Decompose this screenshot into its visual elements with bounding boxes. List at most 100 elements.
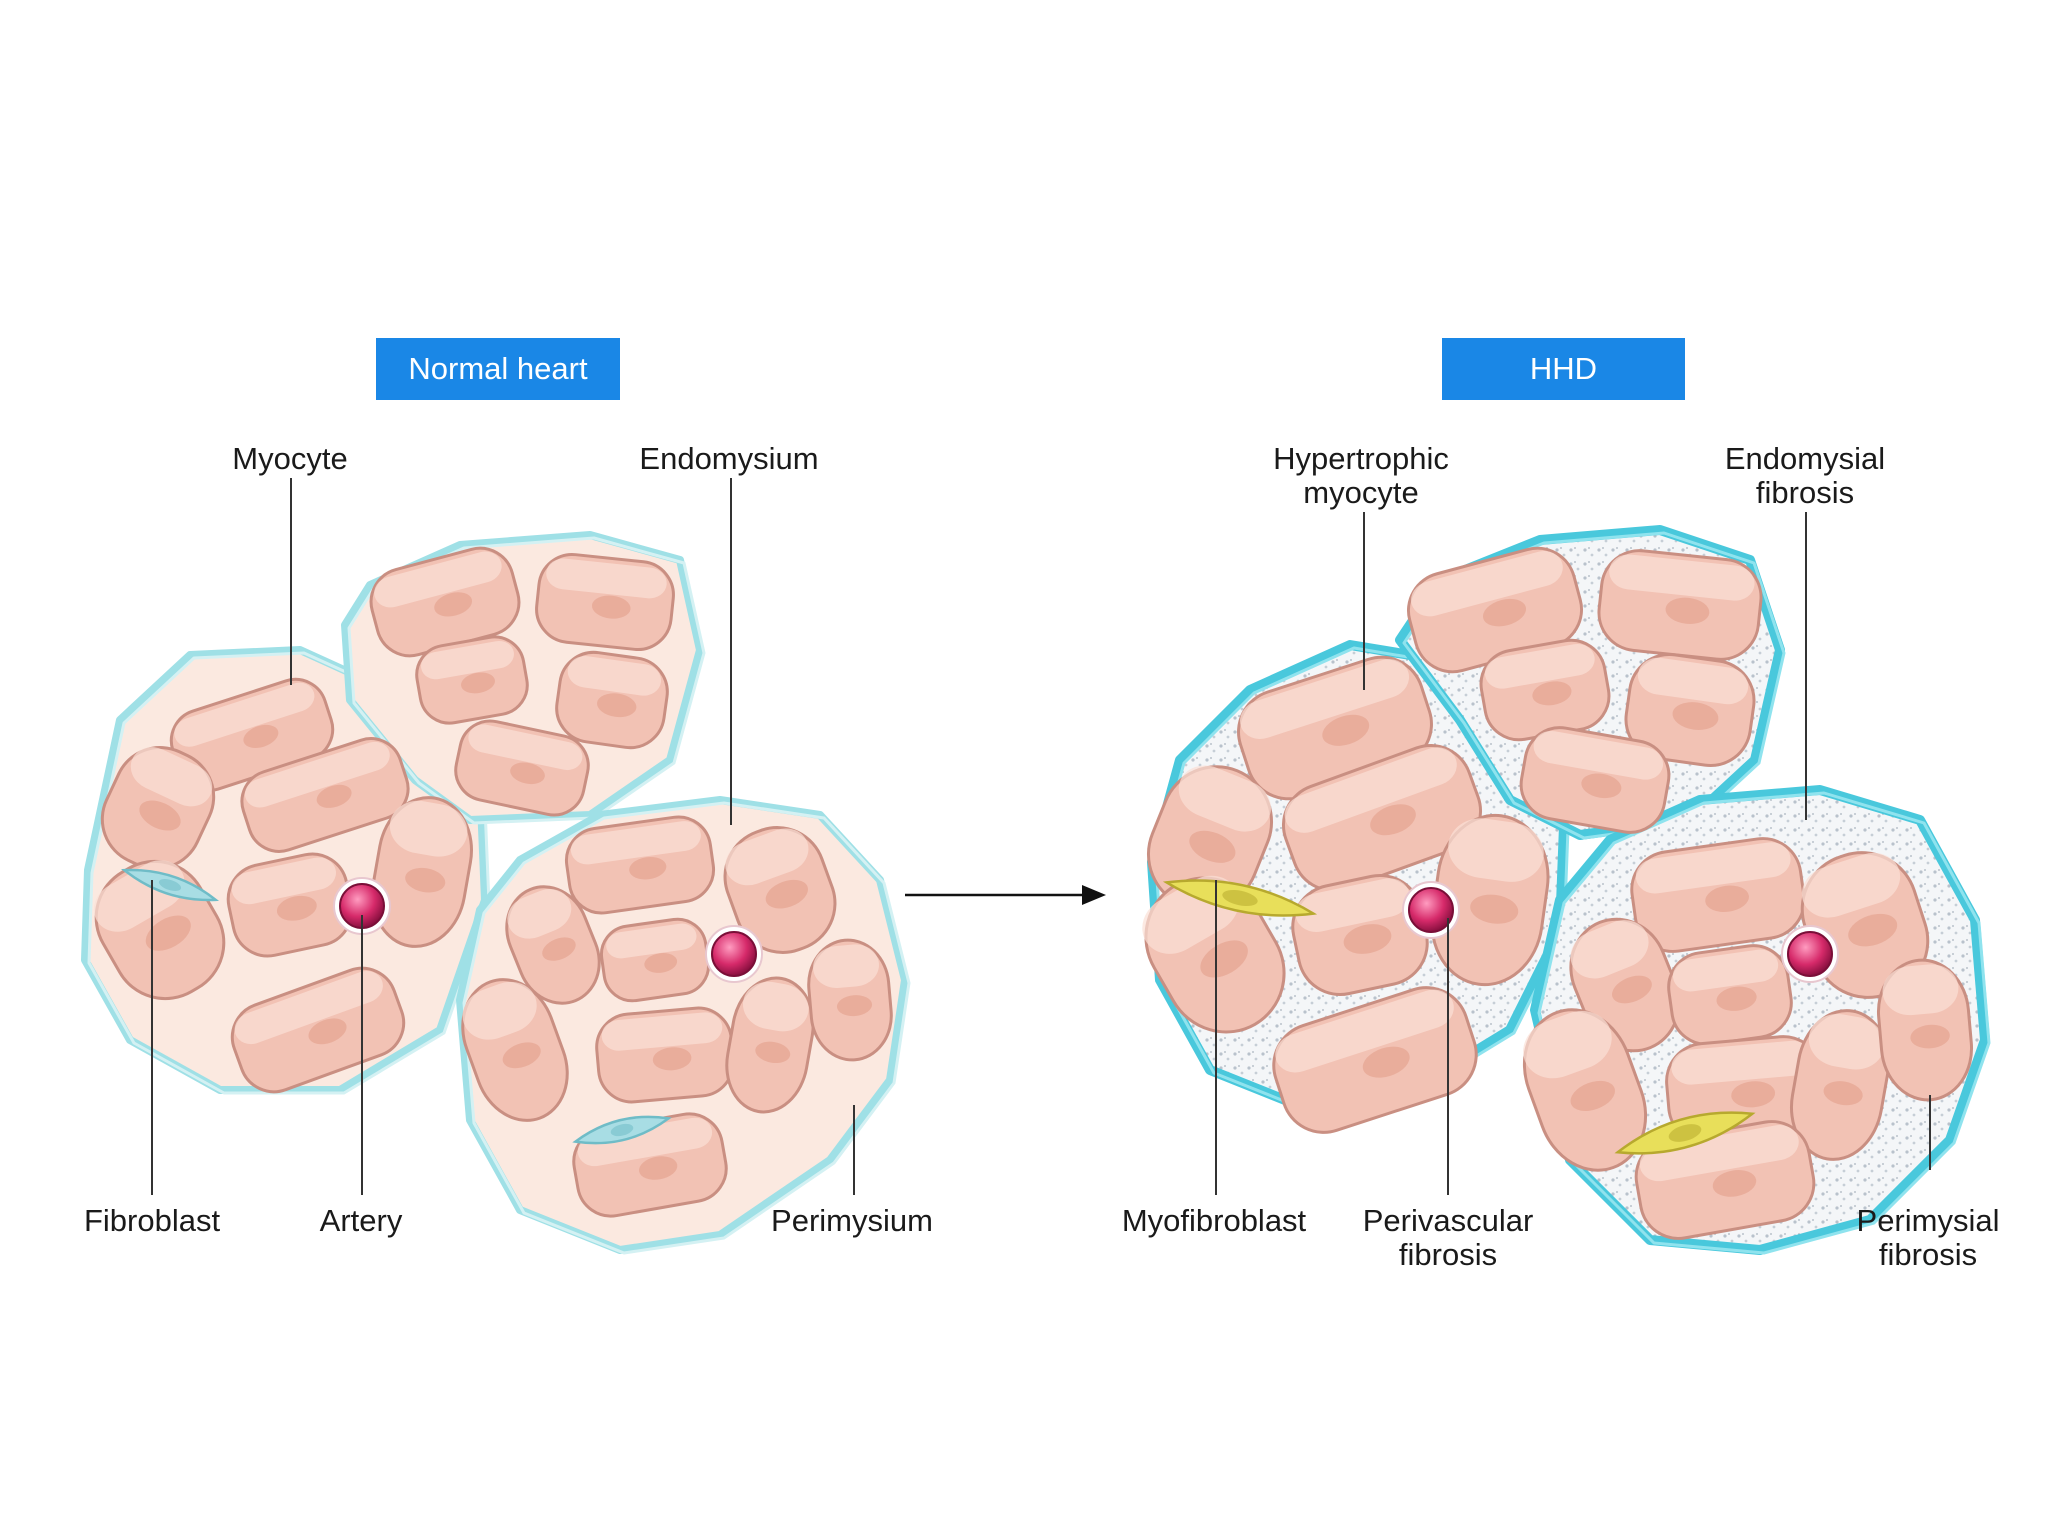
nucleus <box>836 995 873 1017</box>
nucleus <box>597 693 637 718</box>
nucleus <box>755 1041 791 1064</box>
myocyte-cell <box>1406 546 1584 674</box>
label-perivascular-fibrosis: Perivascular fibrosis <box>1362 1203 1534 1272</box>
nucleus <box>1581 773 1622 799</box>
myocyte-cell <box>564 815 716 915</box>
label-endomysium: Endomysium <box>639 441 819 476</box>
label-endomysial-fibrosis: Endomysial fibrosis <box>1724 441 1886 510</box>
nucleus <box>1716 986 1757 1011</box>
myocyte-cell <box>1519 726 1671 834</box>
myocyte-cell <box>454 719 590 817</box>
nucleus <box>461 672 495 694</box>
nucleus <box>1848 913 1898 947</box>
label-perimysial-fibrosis: Perimysial fibrosis <box>1856 1203 2000 1272</box>
nucleus <box>1672 702 1719 730</box>
myocyte-cell <box>1272 986 1478 1134</box>
nucleus <box>145 915 191 951</box>
myocyte-cell <box>505 885 601 1005</box>
label-artery: Artery <box>319 1203 403 1238</box>
nucleus <box>1370 804 1416 836</box>
nucleus <box>1322 714 1370 746</box>
myocyte-cell <box>1876 958 1974 1102</box>
label-perimysium: Perimysium <box>771 1203 933 1238</box>
myocyte-cell <box>725 976 815 1114</box>
myocyte-cell <box>555 650 669 750</box>
myocyte-cell <box>1597 549 1763 661</box>
nucleus <box>276 895 317 921</box>
nucleus <box>1823 1081 1863 1106</box>
title-normal-heart: Normal heart <box>376 338 620 400</box>
label-fibroblast: Fibroblast <box>83 1203 221 1238</box>
artery <box>1408 887 1454 933</box>
nucleus <box>638 1156 678 1180</box>
nucleus <box>1612 975 1652 1004</box>
myocyte-cell <box>1522 1008 1648 1172</box>
nucleus <box>510 762 545 785</box>
nucleus <box>1362 1046 1410 1078</box>
perimysium-membrane <box>1537 791 1991 1255</box>
artery <box>1787 931 1833 977</box>
label-hypertrophic-myocyte: Hypertrophic myocyte <box>1273 441 1449 510</box>
myocyte-cell <box>1291 873 1429 997</box>
myocyte-cell <box>599 917 711 1003</box>
nucleus <box>502 1042 541 1069</box>
nucleus <box>139 800 181 831</box>
nucleus <box>1731 1081 1776 1108</box>
fibroblast <box>572 1115 672 1145</box>
myocyte-cell <box>100 745 216 871</box>
nucleus <box>1189 830 1236 863</box>
progression-arrowhead <box>1082 885 1106 905</box>
myocyte-cell <box>240 737 410 853</box>
nucleus <box>434 592 473 617</box>
nucleus <box>1910 1024 1950 1049</box>
nucleus <box>1712 1170 1757 1197</box>
myocyte-cell <box>595 1006 735 1104</box>
label-myofibroblast: Myofibroblast <box>1121 1203 1307 1238</box>
nucleus <box>1705 885 1749 913</box>
myocyte-cell <box>807 938 893 1062</box>
vessels-and-fibroblasts <box>120 868 1839 1155</box>
perimysium-membrane <box>1154 646 1571 1115</box>
nucleus <box>308 1018 347 1045</box>
myocyte-cell <box>1624 652 1756 768</box>
myocyte-cell <box>1281 743 1483 893</box>
myocyte-cell <box>415 635 529 725</box>
nucleus <box>243 724 279 748</box>
perimysium-membrane <box>462 801 911 1255</box>
myofibroblast <box>1162 879 1318 917</box>
artery <box>711 931 757 977</box>
nucleus <box>1665 597 1710 624</box>
nucleus <box>765 879 808 909</box>
myocyte-cell <box>1430 813 1550 987</box>
nucleus <box>1532 681 1572 706</box>
nucleus <box>1200 940 1248 978</box>
nucleus <box>1570 1080 1615 1112</box>
nucleus <box>316 784 352 808</box>
myocyte-cell <box>1146 765 1274 911</box>
nucleus <box>1470 894 1519 924</box>
myocyte-cell <box>535 552 675 652</box>
myocyte-cell <box>230 966 406 1094</box>
myocyte-cell <box>371 796 473 948</box>
nucleus <box>1482 598 1527 627</box>
myocyte-cells <box>93 546 1974 1240</box>
fibroblast <box>120 868 220 902</box>
myocyte-cell <box>1630 837 1806 953</box>
title-hhd: HHD <box>1442 338 1685 400</box>
myocyte-cell <box>723 826 837 954</box>
nucleus <box>629 856 667 880</box>
nucleus <box>405 867 446 893</box>
myocyte-cell <box>1789 1009 1891 1161</box>
nucleus <box>644 953 678 973</box>
label-myocyte: Myocyte <box>232 441 348 476</box>
nucleus <box>652 1047 692 1071</box>
myocyte-cell <box>369 546 521 658</box>
leader-lines <box>151 478 1931 1195</box>
nucleus <box>591 595 631 619</box>
myocyte-cell <box>1667 944 1793 1046</box>
nucleus <box>542 937 576 961</box>
myocyte-cell <box>461 978 569 1122</box>
myofibroblast <box>1614 1111 1756 1155</box>
